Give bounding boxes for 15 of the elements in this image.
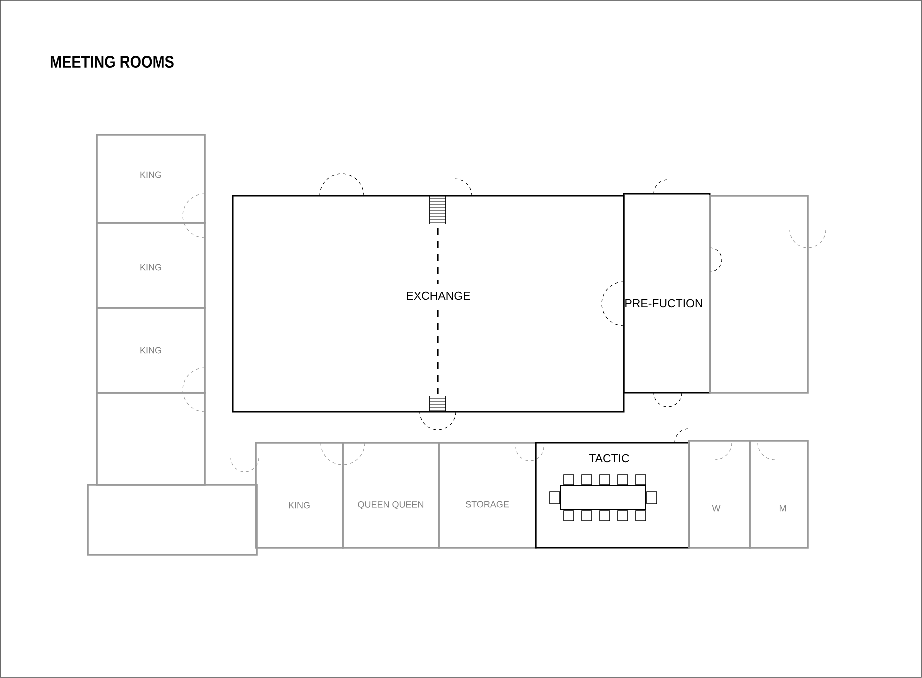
room: PRE-FUCTION — [623, 193, 711, 394]
room: KING — [255, 442, 344, 549]
room: M — [749, 440, 809, 549]
room — [96, 392, 206, 486]
room: TACTIC — [535, 442, 690, 549]
room — [709, 195, 809, 394]
room: W — [688, 440, 751, 549]
room — [87, 484, 258, 556]
room: STORAGE — [438, 442, 537, 549]
room: KING — [96, 222, 206, 309]
room: KING — [96, 134, 206, 224]
room: KING — [96, 307, 206, 394]
title: MEETING ROOMS — [50, 56, 174, 68]
room: EXCHANGE — [232, 195, 625, 413]
room: QUEEN QUEEN — [342, 442, 440, 549]
